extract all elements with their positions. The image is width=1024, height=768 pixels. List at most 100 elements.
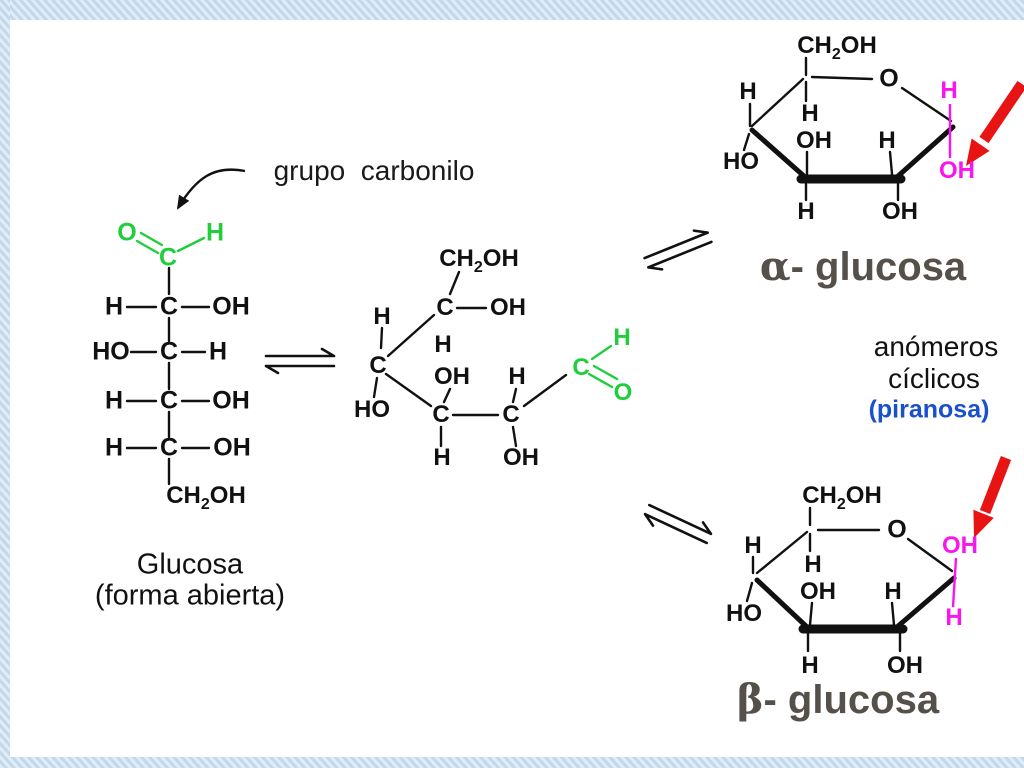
- atom-label: C: [159, 386, 179, 415]
- equilibrium-arrow-beta: [643, 503, 713, 545]
- carbonyl-pointer-arrow: [176, 168, 246, 210]
- atom-label: OH: [503, 444, 539, 471]
- formula-part: OH: [209, 482, 246, 509]
- alpha-anomeric-h: H: [940, 77, 958, 104]
- formula-subscript: 2: [831, 46, 841, 63]
- species-text: - glucosa: [790, 245, 967, 289]
- atom-label: OH: [882, 198, 918, 225]
- formula-part: CH: [439, 245, 474, 272]
- atom-label: H: [433, 444, 451, 471]
- open-chain-caption-line1: Glucosa: [136, 548, 244, 581]
- carbonyl-o: O: [613, 379, 633, 406]
- atom-label: H: [801, 652, 819, 679]
- intermediate-bonds: [372, 270, 568, 448]
- open-chain-bonds: [125, 266, 211, 486]
- carbonyl-h: H: [613, 324, 631, 351]
- ring-edge: [900, 86, 953, 123]
- atom-label: H: [104, 433, 124, 462]
- anomers-note-line1: anómeros: [873, 331, 999, 362]
- atom-label: OH: [490, 294, 526, 321]
- formula-part: OH: [482, 245, 519, 272]
- bond: [386, 313, 436, 358]
- arrow-shaft: [979, 80, 1024, 144]
- ch2oh-label: CH2OH: [439, 245, 519, 276]
- ring-edge: [750, 77, 805, 128]
- ring-oxygen: O: [887, 515, 907, 544]
- formula-part: OH: [840, 32, 877, 59]
- atom-label: H: [744, 532, 762, 559]
- substituent-bond: [890, 601, 896, 627]
- atom-label: H: [373, 303, 391, 330]
- slide-frame-left: [0, 0, 10, 768]
- carbonyl-h: H: [205, 218, 225, 247]
- atom-label: C: [369, 352, 387, 379]
- beta-anomeric-h: H: [945, 604, 963, 631]
- atom-label: OH: [212, 386, 250, 415]
- substituent-bond: [808, 601, 814, 627]
- open-chain-carbonyl-bonds: [135, 231, 206, 255]
- carbonyl-c: C: [158, 243, 178, 272]
- ch2oh-label: CH2OH: [797, 32, 877, 63]
- harpoon-left: [643, 512, 709, 545]
- bond: [522, 373, 568, 408]
- alpha-symbol: α: [759, 243, 791, 290]
- harpoon-left: [264, 364, 336, 375]
- formula-subscript: 2: [836, 496, 846, 513]
- ring-edge: [810, 75, 874, 81]
- atom-label: H: [104, 386, 124, 415]
- atom-label: H: [104, 292, 124, 321]
- alpha-ring-bonds: [742, 56, 956, 202]
- ring-edge-front: [894, 575, 957, 630]
- atom-label: H: [208, 337, 228, 366]
- atom-label: OH: [213, 433, 251, 462]
- c-o-double-bond: [135, 231, 164, 255]
- alpha-oh-arrow: [966, 80, 1024, 166]
- atom-label: OH: [796, 127, 832, 154]
- harpoon-right: [647, 503, 713, 536]
- beta-symbol: β: [736, 676, 764, 723]
- ring-edge: [906, 537, 954, 573]
- atom-label: C: [159, 337, 179, 366]
- alpha-anomeric-oh: OH: [939, 157, 975, 184]
- formula-subscript: 2: [200, 496, 210, 513]
- substituent-bond: [745, 581, 754, 603]
- atom-label: HO: [92, 337, 130, 366]
- harpoon-left: [647, 240, 713, 271]
- alpha-glucose-label: α- glucosa: [760, 245, 967, 289]
- harpoon-right: [264, 347, 336, 358]
- substituent-bond: [742, 132, 751, 152]
- atom-label: C: [159, 433, 179, 462]
- ring-edge: [755, 530, 809, 575]
- atom-label: H: [884, 578, 902, 605]
- ring-edge-front: [749, 127, 808, 180]
- atom-label: H: [434, 331, 452, 358]
- slide-frame-bottom: [0, 757, 1024, 768]
- atom-label: H: [801, 100, 819, 127]
- beta-anomeric-bond: [951, 557, 958, 608]
- c-h-bond: [176, 236, 206, 253]
- ch2oh-label: CH2OH: [802, 482, 882, 513]
- beta-glucose-label: β- glucosa: [737, 680, 939, 721]
- atom-label: OH: [887, 652, 923, 679]
- bond: [448, 270, 461, 296]
- carbonyl-o: O: [117, 218, 137, 247]
- formula-part: OH: [845, 482, 882, 509]
- ch2oh-label: CH2OH: [166, 482, 246, 513]
- formula-part: CH: [166, 482, 201, 509]
- side-bonds: [125, 305, 211, 450]
- beta-oh-arrow: [973, 456, 1012, 538]
- formula-part: CH: [802, 482, 837, 509]
- beta-anomeric-oh: OH: [942, 532, 978, 559]
- pyranose-note: (piranosa): [868, 395, 990, 424]
- equilibrium-arrow-alpha: [643, 229, 713, 271]
- atom-label: HO: [723, 148, 759, 175]
- c-h-bond: [590, 344, 613, 361]
- atom-label: OH: [800, 578, 836, 605]
- slide-frame-top: [0, 0, 1024, 20]
- atom-label: H: [797, 198, 815, 225]
- c-o-double-bond: [587, 364, 619, 389]
- atom-label: C: [432, 401, 450, 428]
- atom-label: C: [502, 401, 520, 428]
